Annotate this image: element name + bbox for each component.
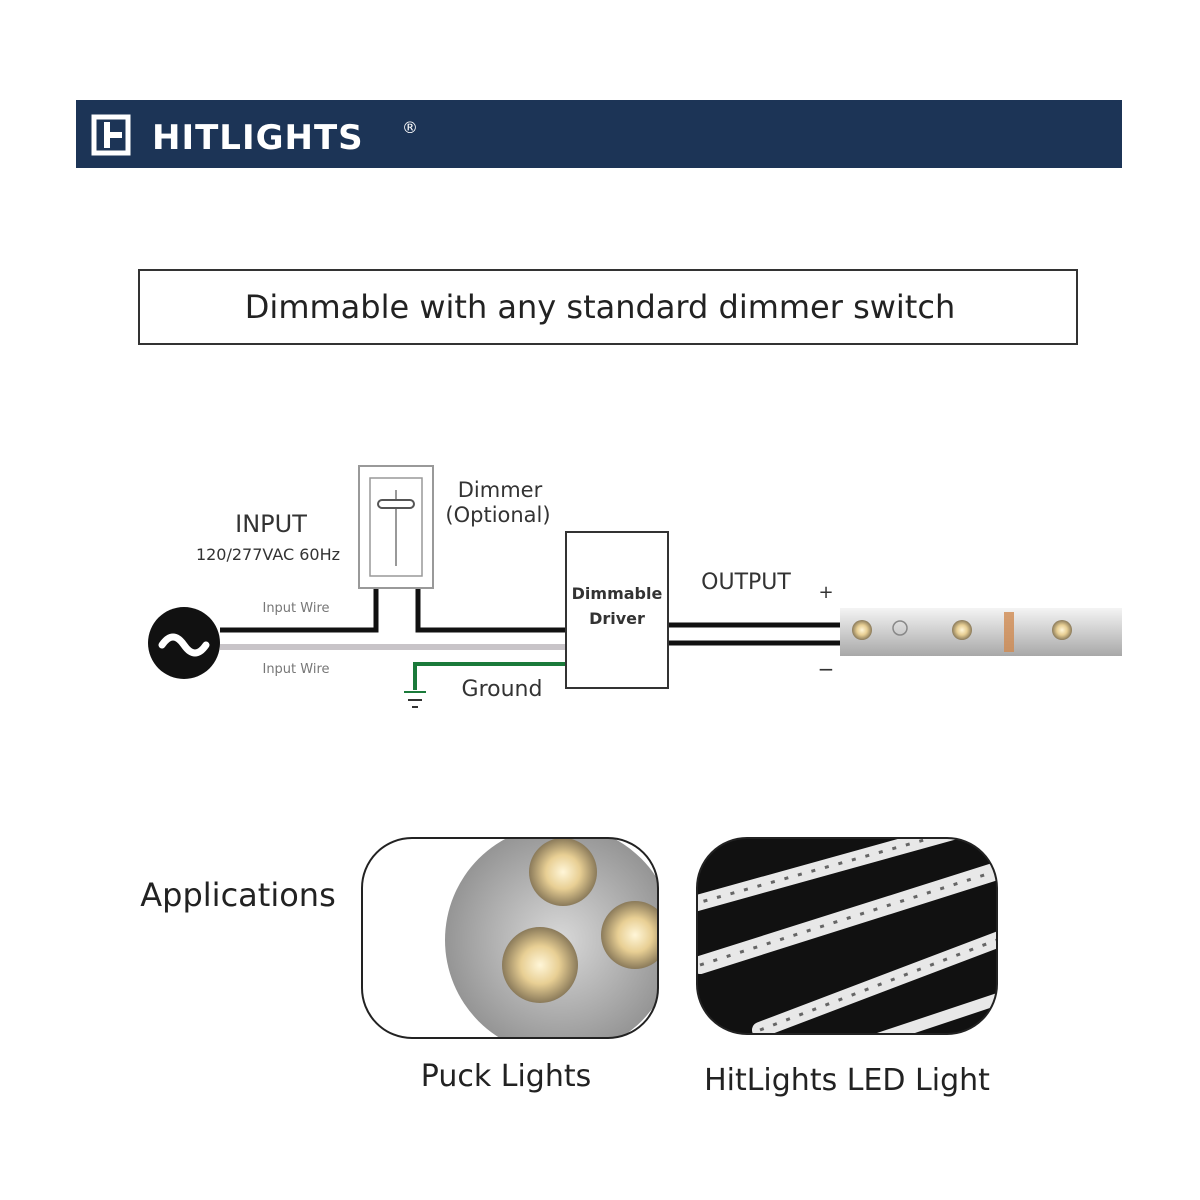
header-bar: [76, 100, 1122, 168]
dimmer-switch-icon: [358, 465, 434, 589]
headline: Dimmable with any standard dimmer switch: [245, 288, 955, 326]
headline-box: [138, 269, 1078, 345]
input-label: INPUT: [235, 510, 307, 538]
ground-label: Ground: [462, 677, 543, 702]
input-spec: 120/277VAC 60Hz: [196, 545, 340, 564]
input-wire-top-label: Input Wire: [262, 601, 329, 616]
positive-label: +: [818, 582, 833, 603]
input-wire-black: [220, 585, 379, 633]
ground-symbol-icon: [404, 691, 426, 708]
input-wire-bottom-label: Input Wire: [262, 662, 329, 677]
ground-wire: [413, 662, 566, 690]
brand-name: HITLIGHTS: [152, 118, 364, 158]
dimmer-label: Dimmer: [458, 478, 543, 502]
puck-lights-image: [361, 837, 659, 1039]
negative-label: −: [818, 657, 835, 681]
led-light-image: [696, 837, 998, 1035]
led-strip-icon: [840, 608, 1122, 656]
applications-label: Applications: [140, 876, 335, 914]
puck-lights-caption: Puck Lights: [421, 1059, 591, 1094]
dimmer-optional-label: (Optional): [445, 503, 550, 527]
brand-header: HITLIGHTS ®: [76, 100, 1122, 168]
registered-mark: ®: [402, 118, 418, 137]
led-light-caption: HitLights LED Light: [704, 1063, 990, 1098]
driver-label-line2: Driver: [589, 609, 645, 628]
wiring-diagram: Dimmer (Optional) INPUT 120/277VAC 60Hz …: [148, 465, 1122, 708]
driver-label-line1: Dimmable: [572, 584, 663, 603]
dimmable-driver-box: [565, 531, 669, 689]
output-label: OUTPUT: [701, 570, 791, 595]
hitlights-logo-icon: [91, 114, 131, 156]
